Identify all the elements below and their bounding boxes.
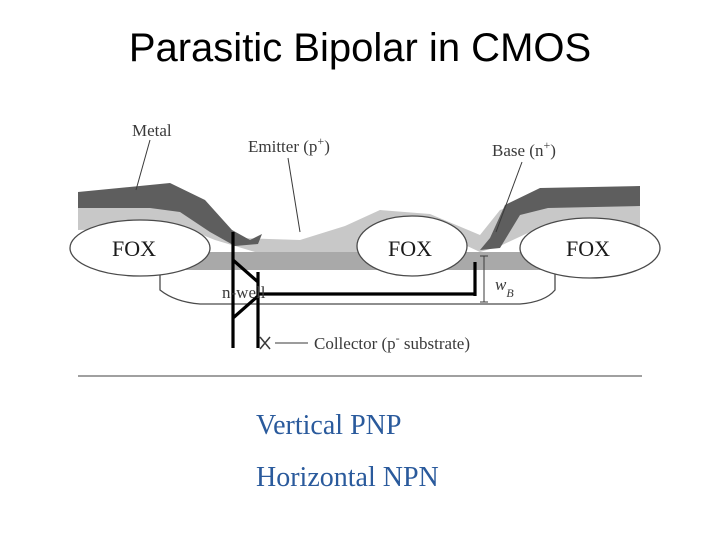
nwell-outline [159,272,556,305]
horizontal-npn-base-line [258,262,477,296]
base-label: Base (n+) [492,138,556,160]
wb-label: wB [495,275,514,300]
nwell-label: n-well [222,283,266,302]
caption-horizontal-npn: Horizontal NPN [256,462,439,493]
fox-left-shape [69,219,211,277]
emitter-label: Emitter (p+) [248,134,330,156]
metal-label: Metal [132,121,172,140]
base-leader [495,161,523,233]
metal-layer [78,183,262,246]
vertical-pnp-symbol [231,232,260,348]
collector-label: Collector (p- substrate) [314,331,470,353]
slide-title: Parasitic Bipolar in CMOS [128,26,592,70]
collector-x-mark [259,336,271,350]
fox-middle-shape [356,215,468,277]
caption-vertical-pnp: Vertical PNP [256,410,402,441]
fox-right-label: FOX [566,236,610,261]
wb-dimension [480,255,488,303]
emitter-leader [287,157,301,233]
metal-leader [135,139,151,191]
fox-right-shape [519,217,661,279]
fox-middle-label: FOX [388,236,432,261]
fox-left-label: FOX [112,236,156,261]
metal-layer-right [480,186,640,250]
